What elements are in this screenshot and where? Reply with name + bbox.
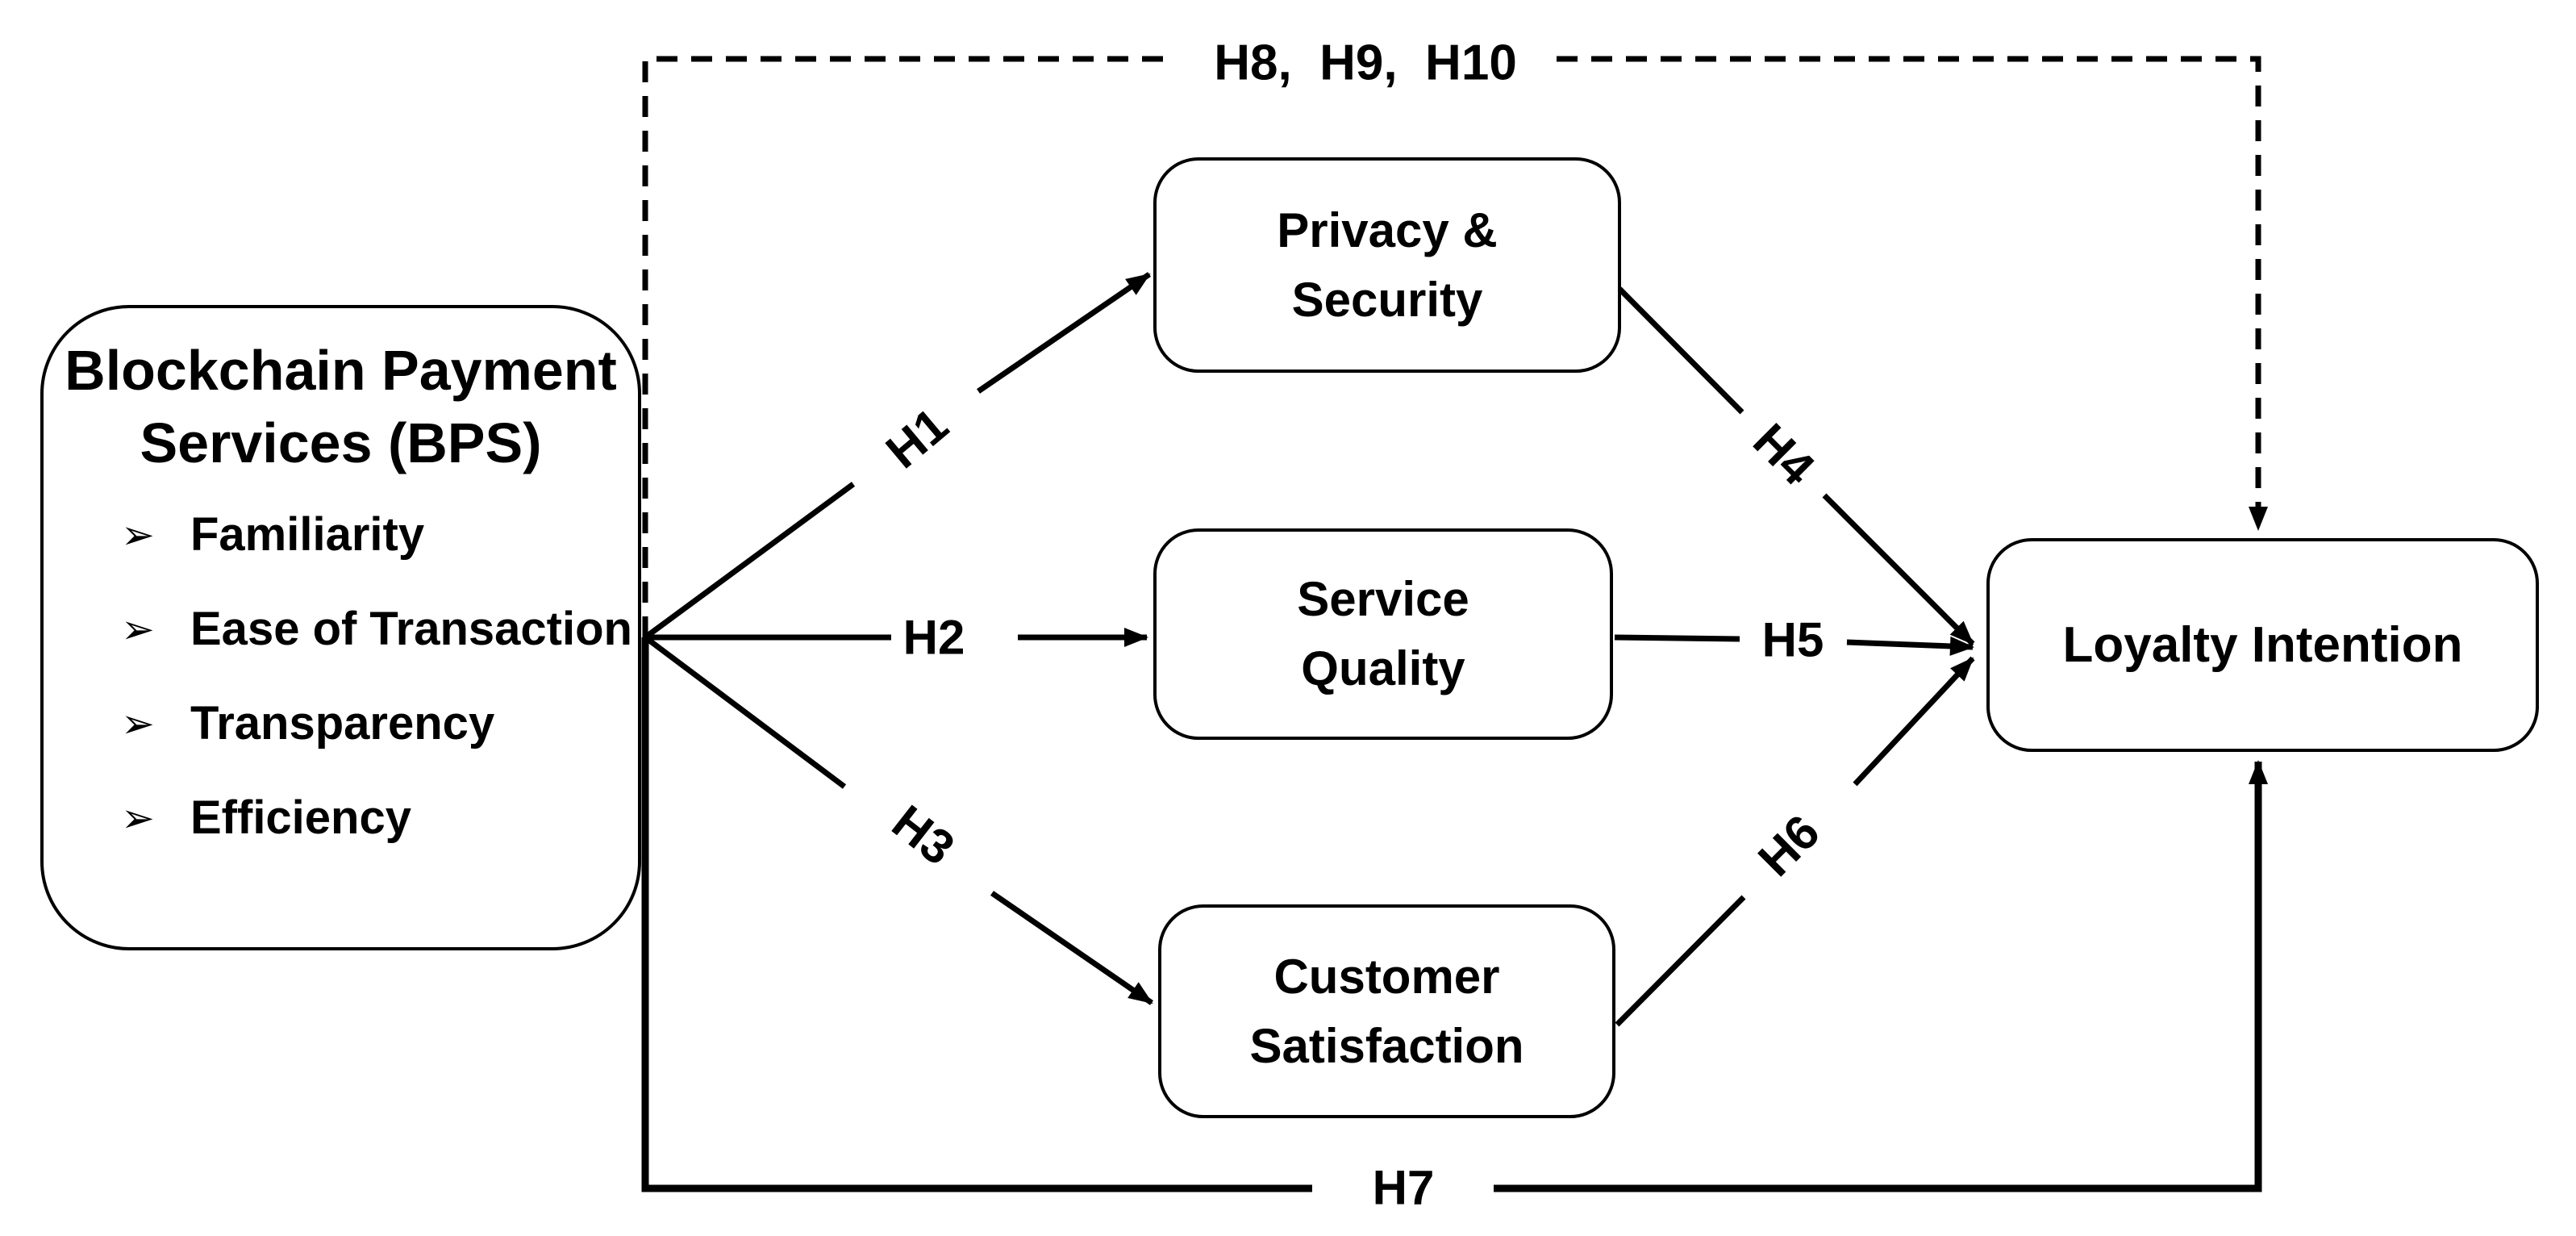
privacy-security-node: Privacy & Security [1153, 157, 1621, 373]
h6-arrow-segment-a [1615, 895, 1746, 1027]
bullet-item-familiarity: ➢ Familiarity [121, 508, 638, 561]
h3-arrow-segment-a [643, 635, 847, 789]
bullet-label: Efficiency [190, 791, 411, 844]
customer-satisfaction-label-line1: Customer [1273, 949, 1500, 1004]
arrowhead-bullet-icon: ➢ [121, 700, 155, 747]
h6-arrow-segment-b [1853, 656, 1975, 787]
loyalty-intention-node: Loyalty Intention [1986, 538, 2539, 752]
h5-arrow-segment-a [1614, 634, 1740, 642]
bps-source-node: Blockchain Payment Services (BPS) ➢ Fami… [40, 305, 641, 950]
bullet-label: Transparency [190, 697, 495, 750]
h7-label: H7 [1372, 1160, 1435, 1215]
h7-arrow-segment-a [641, 637, 1312, 1192]
moderation-dashed-segment-b [1557, 56, 2268, 531]
h5-arrow-segment-b [1846, 636, 1974, 656]
arrowhead-bullet-icon: ➢ [121, 512, 155, 558]
loyalty-intention-label: Loyalty Intention [2062, 617, 2463, 673]
service-quality-label-line2: Quality [1301, 641, 1465, 695]
h5-label: H5 [1761, 612, 1824, 667]
bullet-item-ease-of-transaction: ➢ Ease of Transaction [121, 606, 638, 653]
bps-title-line2: Services (BPS) [140, 411, 542, 474]
service-quality-label-line1: Service [1297, 572, 1469, 626]
customer-satisfaction-label-line2: Satisfaction [1249, 1018, 1524, 1073]
h4-arrow-segment-a [1617, 286, 1744, 415]
arrowhead-bullet-icon: ➢ [121, 606, 155, 653]
service-quality-node: Service Quality [1153, 528, 1613, 740]
privacy-security-label-line2: Security [1291, 272, 1483, 327]
moderation-h8-h9-h10-label: H8, H9, H10 [1214, 35, 1517, 91]
bps-title-line1: Blockchain Payment [65, 339, 617, 402]
bullet-item-transparency: ➢ Transparency [121, 697, 638, 750]
bullet-label: Ease of Transaction [190, 603, 632, 655]
h1-arrow-segment-a [643, 482, 856, 640]
h1-arrow-segment-b [977, 272, 1151, 394]
bullet-label: Familiarity [190, 508, 425, 561]
bps-bullet-list: ➢ Familiarity ➢ Ease of Transaction ➢ Tr… [44, 508, 638, 844]
privacy-security-label-line1: Privacy & [1277, 203, 1498, 257]
bps-title: Blockchain Payment Services (BPS) [44, 334, 638, 479]
h3-arrow-segment-b [990, 891, 1153, 1005]
arrowhead-bullet-icon: ➢ [121, 795, 155, 841]
customer-satisfaction-node: Customer Satisfaction [1158, 904, 1615, 1118]
moderation-dashed-segment-a [642, 56, 1173, 637]
h4-arrow-segment-b [1822, 493, 1975, 646]
h7-arrow-segment-b [1494, 760, 2268, 1192]
h2-label: H2 [902, 610, 965, 665]
bullet-item-efficiency: ➢ Efficiency [121, 791, 638, 844]
